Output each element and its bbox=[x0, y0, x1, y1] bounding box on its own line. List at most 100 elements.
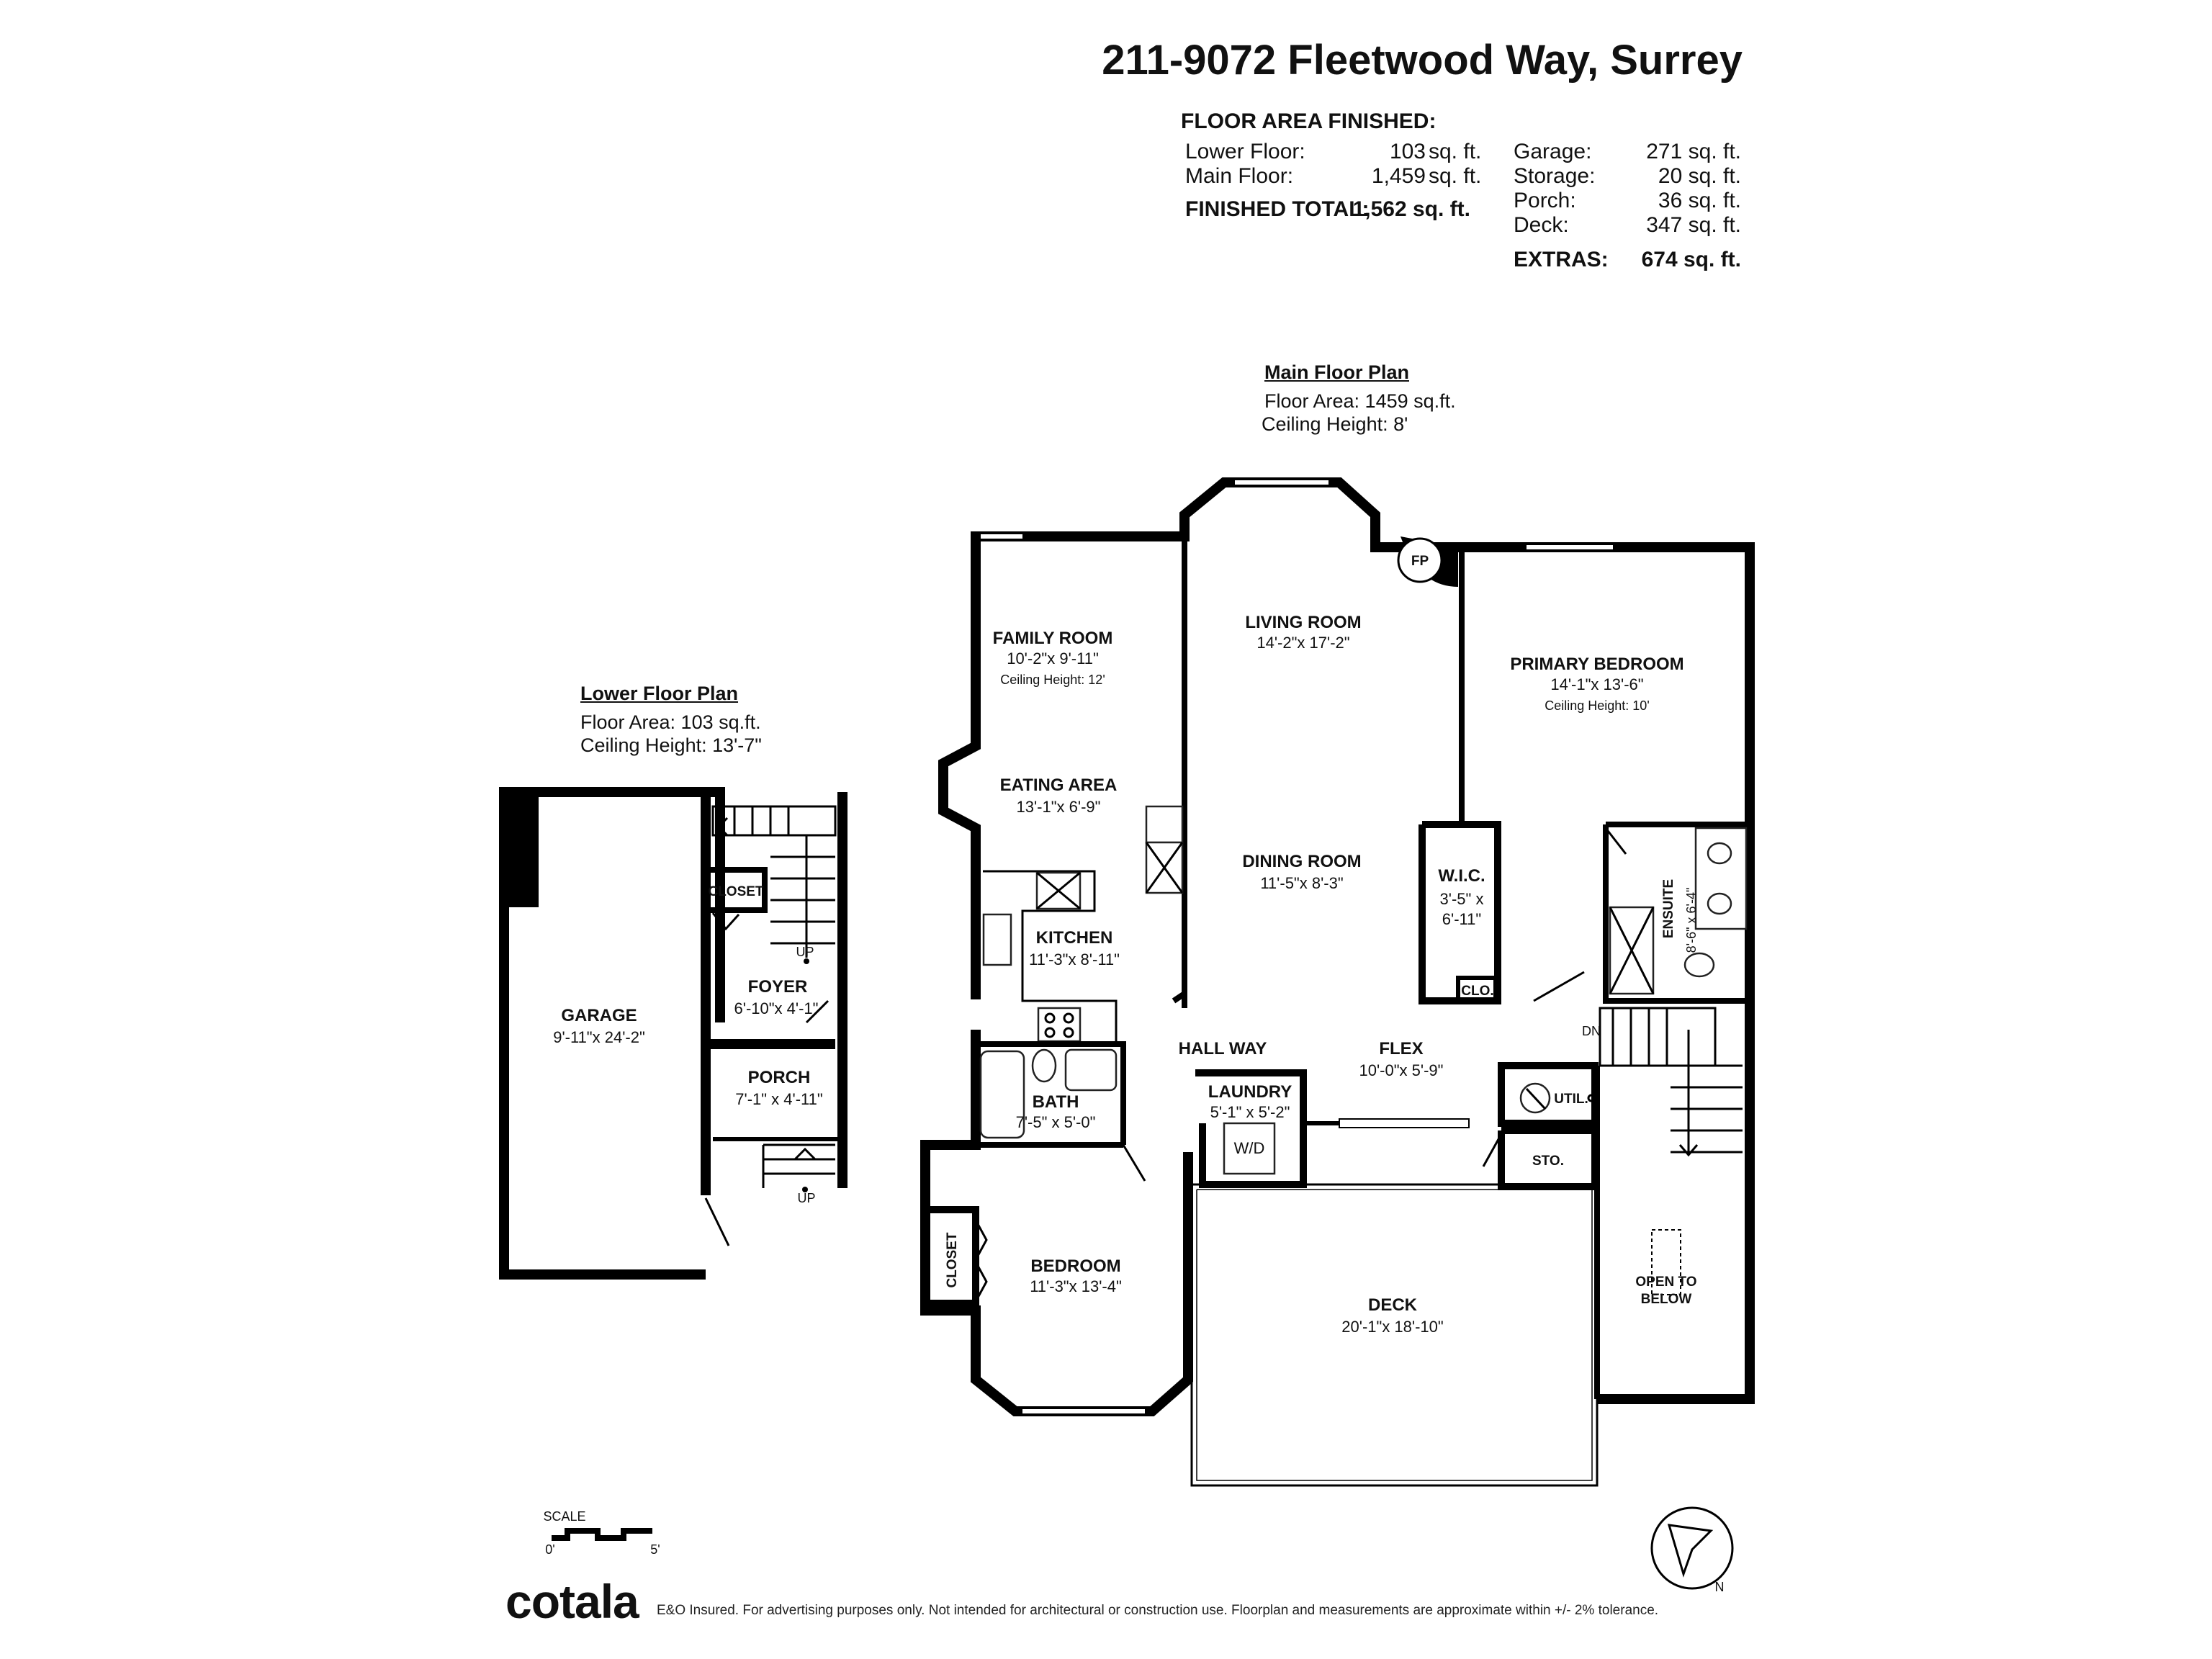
main-floor-plan-title: Main Floor Plan bbox=[1264, 361, 1410, 383]
kitchen-dims: 11'-3"x 8'-11" bbox=[1029, 950, 1120, 968]
main-floor-plan: FP W/D bbox=[920, 477, 1755, 1487]
flex-sliding-door bbox=[1339, 1118, 1470, 1128]
open-below-line2: BELOW bbox=[1641, 1292, 1692, 1307]
bath-tub bbox=[979, 1050, 1025, 1139]
family-room-label: FAMILY ROOM bbox=[993, 629, 1113, 648]
porch-extra-value: 36 sq. ft. bbox=[1658, 189, 1741, 212]
lower-stair-up-dot bbox=[804, 958, 809, 964]
clo-walls bbox=[1456, 976, 1498, 1003]
flex-label: FLEX bbox=[1379, 1039, 1423, 1058]
bath-vanity bbox=[1064, 1048, 1118, 1092]
cotala-logo: cotala bbox=[505, 1575, 639, 1628]
kitchen-counter bbox=[983, 870, 1118, 1046]
lower-floor-area: Floor Area: 103 sq.ft. bbox=[580, 711, 761, 733]
deck-extra-value: 347 sq. ft. bbox=[1646, 213, 1741, 237]
clo-label: CLO. bbox=[1461, 984, 1493, 999]
kitchen-fridge bbox=[1145, 805, 1184, 844]
primary-bedroom-label: PRIMARY BEDROOM bbox=[1510, 655, 1683, 674]
scale-end: 5' bbox=[650, 1542, 660, 1557]
finished-total-label: FINISHED TOTAL: bbox=[1185, 197, 1370, 221]
finished-total-value: 1,562 sq. ft. bbox=[1352, 197, 1470, 221]
deck-outline bbox=[1190, 1183, 1599, 1487]
bedroom-closet-walls bbox=[922, 1206, 979, 1307]
primary-bedroom-dims: 14'-1"x 13'-6" bbox=[1550, 675, 1643, 693]
garage-dims: 9'-11"x 24'-2" bbox=[553, 1028, 645, 1046]
bath-door-swing bbox=[1122, 1144, 1146, 1182]
floor-area-heading: FLOOR AREA FINISHED: bbox=[1181, 109, 1437, 133]
living-room-label: LIVING ROOM bbox=[1245, 613, 1361, 632]
porch-extra-label: Porch: bbox=[1514, 189, 1576, 212]
main-floor-area: Floor Area: 1459 sq.ft. bbox=[1264, 390, 1456, 412]
extras-total-value: 674 sq. ft. bbox=[1641, 248, 1741, 271]
family-room-ceiling: Ceiling Height: 12' bbox=[1000, 673, 1105, 687]
open-below-line1: OPEN TO bbox=[1635, 1274, 1696, 1290]
fireplace-label: FP bbox=[1411, 554, 1429, 569]
main-stair-arrow bbox=[1678, 1144, 1699, 1157]
storage-extra-value: 20 sq. ft. bbox=[1658, 164, 1741, 188]
garage-extra-label: Garage: bbox=[1514, 140, 1592, 163]
bath-label: BATH bbox=[1033, 1092, 1079, 1112]
main-floor-ceiling: Ceiling Height: 8' bbox=[1262, 413, 1408, 435]
porch-stair-box bbox=[713, 1137, 845, 1188]
sto-door-swing bbox=[1482, 1133, 1503, 1167]
lower-floor-plan: UP CLOSET UP GARAGE 9'-11"x 24'-2" FOYER… bbox=[499, 787, 848, 1280]
scale-start: 0' bbox=[545, 1542, 554, 1557]
garage-label: GARAGE bbox=[561, 1006, 637, 1025]
stair-dn-label: DN bbox=[1582, 1024, 1601, 1038]
main-floor-label: Main Floor: bbox=[1185, 164, 1294, 188]
garage-extra-value: 271 sq. ft. bbox=[1646, 140, 1741, 163]
util-label: UTIL. bbox=[1554, 1092, 1588, 1107]
compass-icon: N bbox=[1650, 1506, 1734, 1594]
scale-bar-line bbox=[552, 1528, 652, 1541]
porch-dims: 7'-1" x 4'-11" bbox=[735, 1090, 822, 1108]
porch-up-label: UP bbox=[797, 1191, 815, 1205]
main-floor-unit: sq. ft. bbox=[1429, 164, 1482, 188]
family-room-dims: 10'-2"x 9'-11" bbox=[1007, 649, 1099, 667]
fireplace-circle bbox=[1397, 537, 1443, 583]
wic-dims-2: 6'-11" bbox=[1442, 910, 1481, 928]
deck-inner-outline bbox=[1196, 1189, 1593, 1481]
deck-label: DECK bbox=[1368, 1295, 1418, 1315]
main-stair-upper bbox=[1599, 1007, 1717, 1067]
bedroom-closet-label: CLOSET bbox=[945, 1232, 960, 1287]
main-outer-wall-bottom bbox=[920, 1030, 1193, 1416]
scale-bar: SCALE 0' 5' bbox=[543, 1509, 660, 1557]
lower-stair-landing bbox=[711, 805, 837, 837]
foyer-door-swing bbox=[805, 999, 830, 1024]
primary-bedroom-ceiling: Ceiling Height: 10' bbox=[1545, 698, 1650, 713]
washer-dryer-label: W/D bbox=[1234, 1139, 1265, 1157]
ensuite-toilet bbox=[1683, 952, 1715, 978]
lower-floor-ceiling: Ceiling Height: 13'-7" bbox=[580, 734, 762, 756]
storage-extra-label: Storage: bbox=[1514, 164, 1596, 188]
wic-label: W.I.C. bbox=[1438, 866, 1485, 886]
stove-burners bbox=[1044, 1012, 1074, 1038]
kitchen-corner bbox=[1172, 991, 1187, 1004]
main-stair-treads bbox=[1611, 1008, 1743, 1154]
deck-extra-label: Deck: bbox=[1514, 213, 1569, 237]
primary-door-swing bbox=[1533, 971, 1585, 1002]
dining-room-dims: 11'-5"x 8'-3" bbox=[1260, 874, 1343, 892]
lower-stair-treads bbox=[733, 806, 835, 945]
bedroom-label: BEDROOM bbox=[1030, 1256, 1120, 1276]
living-room-dims: 14'-2"x 17'-2" bbox=[1256, 634, 1349, 652]
porch-up-dot bbox=[802, 1187, 808, 1192]
bath-walls bbox=[976, 1041, 1126, 1145]
bath-dims: 7'-5" x 5'-0" bbox=[1016, 1113, 1096, 1131]
compass-north-label: N bbox=[1715, 1580, 1725, 1594]
bath-toilet bbox=[1031, 1048, 1057, 1083]
closet-door-2 bbox=[976, 1265, 988, 1298]
extras-total-label: EXTRAS: bbox=[1514, 248, 1609, 271]
washer-dryer bbox=[1223, 1122, 1276, 1175]
laundry-label: LAUNDRY bbox=[1208, 1082, 1292, 1102]
eating-area-dims: 13'-1"x 6'-9" bbox=[1017, 798, 1101, 816]
lower-stair-up-label: UP bbox=[796, 945, 814, 959]
sto-label: STO. bbox=[1532, 1154, 1564, 1169]
lower-floor-unit: sq. ft. bbox=[1429, 140, 1482, 163]
closet-door-1 bbox=[976, 1223, 988, 1256]
eating-area-label: EATING AREA bbox=[1000, 775, 1118, 795]
lower-floor-label: Lower Floor: bbox=[1185, 140, 1305, 163]
kitchen-sink bbox=[982, 913, 1012, 966]
porch-stair-treads bbox=[762, 1143, 835, 1188]
kitchen-label: KITCHEN bbox=[1036, 928, 1113, 948]
